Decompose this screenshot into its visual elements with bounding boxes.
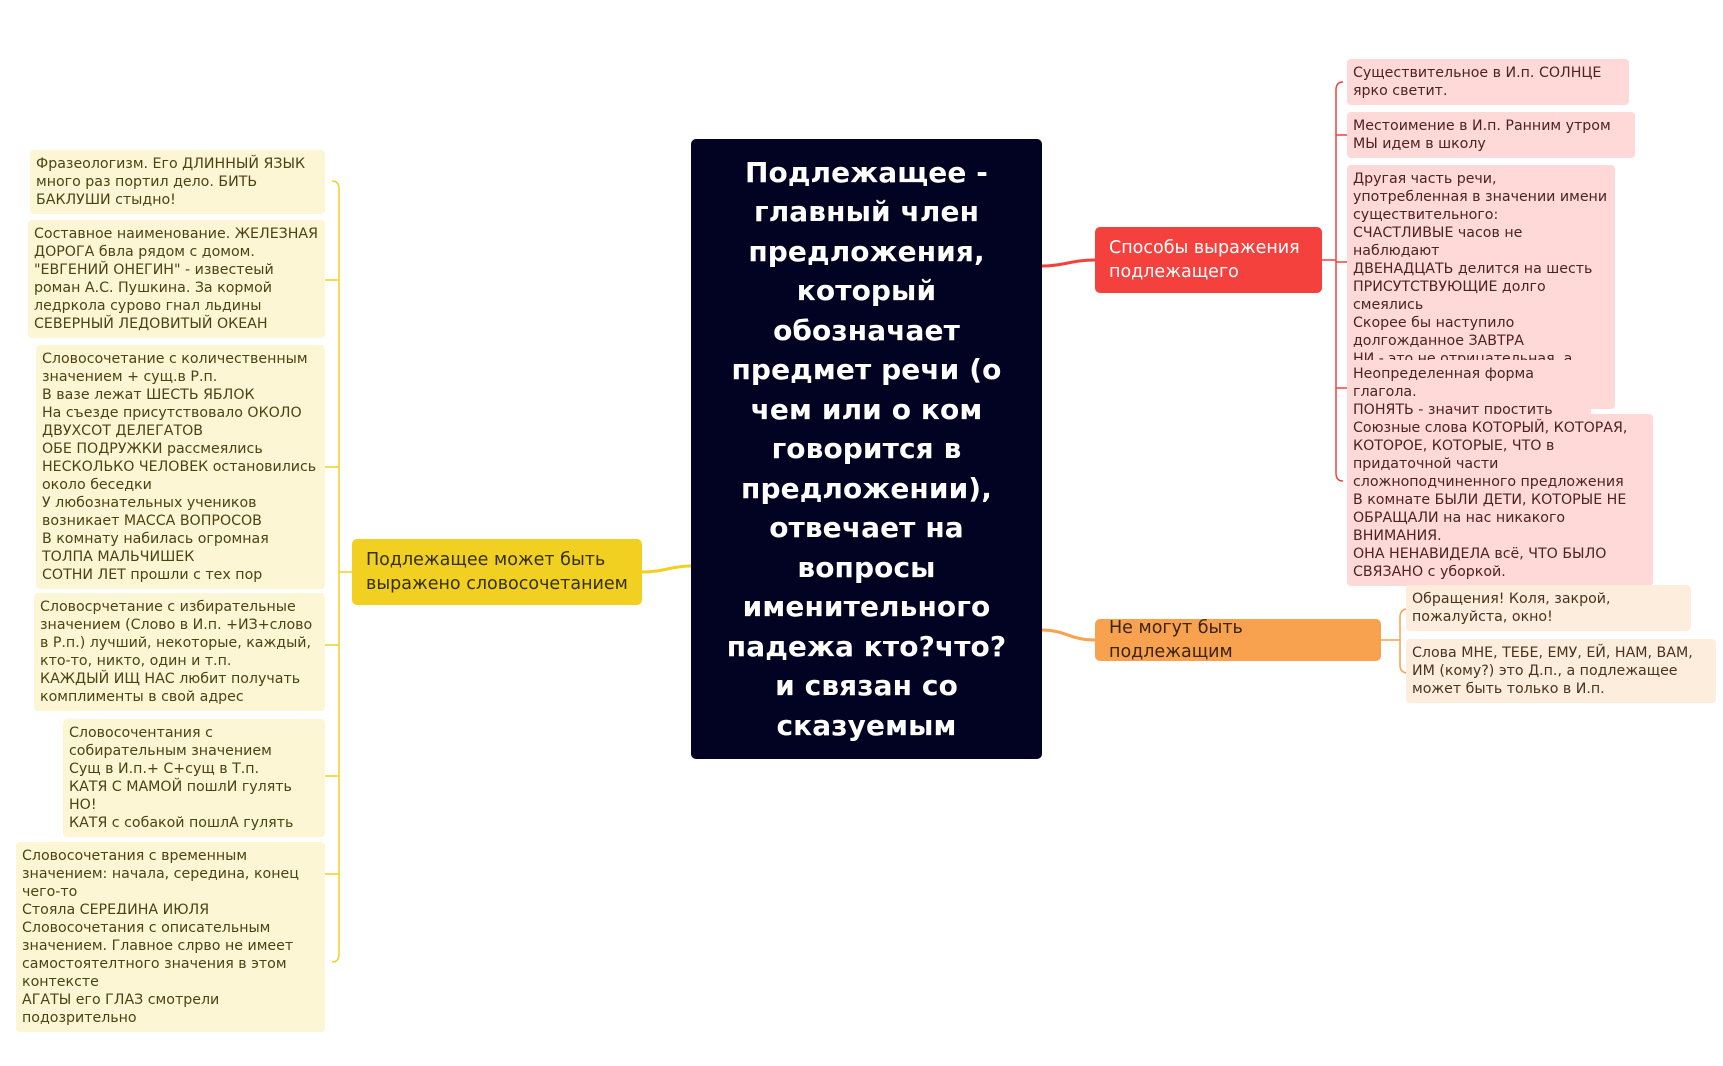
branch-cannot-be-subject[interactable]: Не могут быть подлежащим — [1095, 618, 1381, 662]
connector-red-bracket — [1322, 81, 1344, 482]
leaf-red-2[interactable]: Местоимение в И.п. Ранним утром МЫ идем … — [1347, 112, 1635, 158]
leaf-orange-2[interactable]: Слова МНЕ, ТЕБЕ, ЕМУ, ЕЙ, НАМ, ВАМ, ИМ (… — [1406, 639, 1716, 703]
root-topic[interactable]: Подлежащее - главный член предложения, к… — [691, 139, 1042, 759]
connector-yellow-bracket — [331, 180, 352, 963]
leaf-orange-1[interactable]: Обращения! Коля, закрой, пожалуйста, окн… — [1406, 585, 1691, 631]
branch-expression-ways-label: Способы выражения подлежащего — [1109, 238, 1300, 282]
branch-cannot-be-subject-label: Не могут быть подлежащим — [1109, 618, 1243, 662]
root-topic-text: Подлежащее - главный член предложения, к… — [726, 155, 1007, 742]
leaf-yellow-7[interactable]: Словосочетания с описательным значением.… — [16, 914, 325, 1032]
connector-root-yellow — [641, 564, 692, 574]
leaf-yellow-3[interactable]: Словосочетание с количественным значение… — [36, 345, 325, 589]
leaf-yellow-5[interactable]: Словосочентания с собирательным значение… — [63, 719, 325, 837]
connector-root-orange — [1041, 628, 1096, 642]
leaf-yellow-1[interactable]: Фразеологизм. Его ДЛИННЫЙ ЯЗЫК много раз… — [30, 150, 325, 214]
branch-expression-ways[interactable]: Способы выражения подлежащего — [1095, 227, 1322, 293]
connector-root-red — [1041, 258, 1096, 268]
leaf-yellow-6[interactable]: Словосочетания с временным значением: на… — [16, 842, 325, 924]
connector-orange-bracket — [1381, 608, 1409, 674]
branch-phrase-subject[interactable]: Подлежащее может быть выражено словосоче… — [352, 539, 642, 605]
leaf-red-5[interactable]: Союзные слова КОТОРЫЙ, КОТОРАЯ, КОТОРОЕ,… — [1347, 414, 1653, 586]
leaf-red-1[interactable]: Существительное в И.п. СОЛНЦЕ ярко свети… — [1347, 59, 1629, 105]
connector-yellow-ticks — [325, 279, 339, 875]
branch-phrase-subject-label: Подлежащее может быть выражено словосоче… — [366, 550, 628, 594]
leaf-yellow-4[interactable]: Словосрчетание с избирательные значением… — [34, 593, 325, 711]
leaf-yellow-2[interactable]: Составное наименование. ЖЕЛЕЗНАЯ ДОРОГА … — [28, 220, 325, 338]
